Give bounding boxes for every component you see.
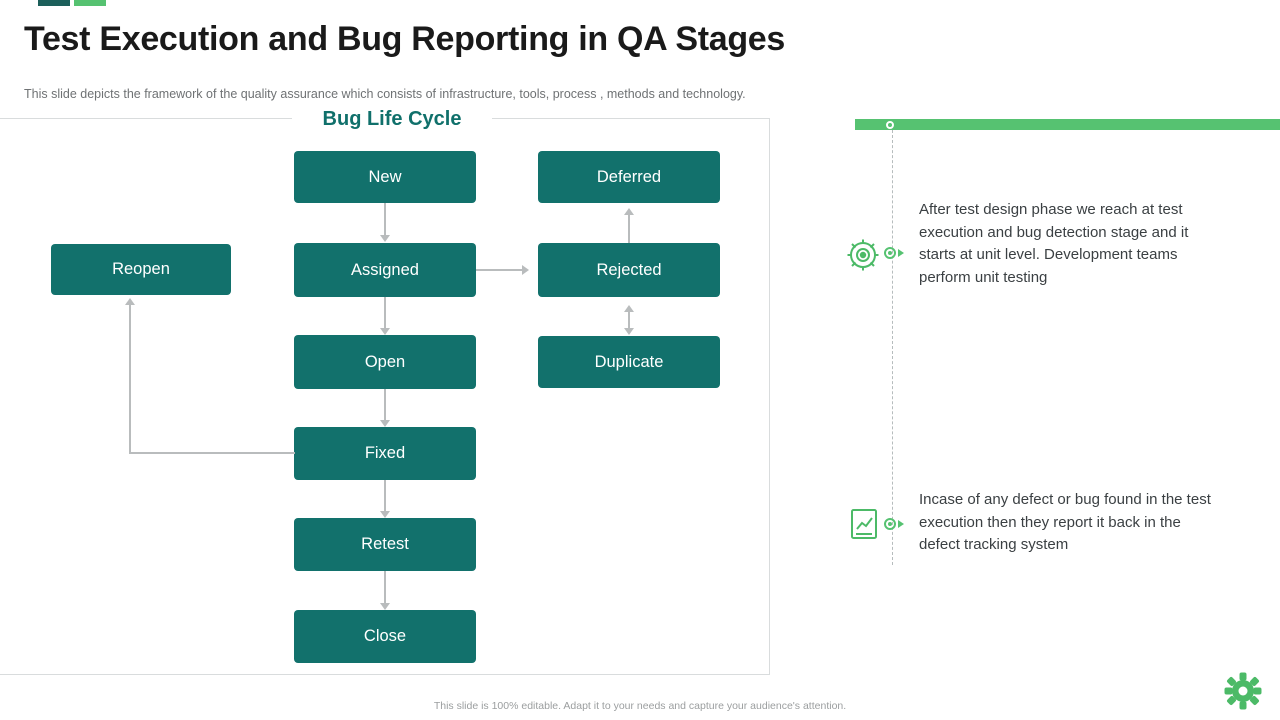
timeline-dashed-line [892, 130, 894, 565]
node-fixed[interactable]: Fixed [294, 427, 476, 480]
connector-open-fixed [384, 389, 386, 420]
accent-bar-green [74, 0, 106, 6]
connector-rejected-deferred [628, 215, 630, 243]
marker-triangle-icon [898, 520, 904, 528]
note-text-2: Incase of any defect or bug found in the… [919, 491, 1211, 553]
node-assigned[interactable]: Assigned [294, 243, 476, 297]
arrowhead-fixed-retest [380, 511, 390, 518]
arrowhead-assigned-rejected [522, 265, 529, 275]
marker-triangle-icon [898, 249, 904, 257]
panel-title: Bug Life Cycle [292, 108, 492, 131]
arrowhead-assigned-open [380, 328, 390, 335]
connector-rejected-duplicate [628, 312, 630, 328]
marker-ring-icon [884, 247, 896, 259]
node-open[interactable]: Open [294, 335, 476, 389]
connector-fixed-reopen-vertical [129, 305, 131, 454]
connector-fixed-reopen-horizontal [129, 452, 295, 454]
node-close[interactable]: Close [294, 610, 476, 663]
connector-retest-close [384, 571, 386, 603]
connector-new-assigned [384, 203, 386, 235]
note-marker-2 [884, 518, 904, 534]
arrowhead-rejected-duplicate [624, 328, 634, 335]
right-accent-bar [855, 119, 1280, 130]
node-rejected[interactable]: Rejected [538, 243, 720, 297]
node-retest[interactable]: Retest [294, 518, 476, 571]
node-duplicate[interactable]: Duplicate [538, 336, 720, 388]
footer-note: This slide is 100% editable. Adapt it to… [433, 700, 847, 712]
marker-ring-icon [884, 518, 896, 530]
page-subtitle: This slide depicts the framework of the … [24, 87, 746, 101]
accent-bar-dark [38, 0, 70, 6]
arrowhead-duplicate-rejected [624, 305, 634, 312]
chart-document-icon [849, 508, 879, 540]
node-deferred[interactable]: Deferred [538, 151, 720, 203]
arrowhead-open-fixed [380, 420, 390, 427]
arrowhead-fixed-reopen [125, 298, 135, 305]
arrowhead-new-assigned [380, 235, 390, 242]
page-title: Test Execution and Bug Reporting in QA S… [24, 20, 786, 58]
marker-dot-icon [888, 522, 892, 526]
note-text-1: After test design phase we reach at test… [919, 201, 1189, 286]
arrowhead-retest-close [380, 603, 390, 610]
marker-dot-icon [888, 251, 892, 255]
note-marker-1 [884, 247, 904, 263]
timeline-start-dot [886, 121, 894, 129]
arrowhead-rejected-deferred [624, 208, 634, 215]
node-reopen[interactable]: Reopen [51, 244, 231, 295]
connector-fixed-retest [384, 480, 386, 511]
connector-assigned-open [384, 297, 386, 328]
target-gear-icon [846, 238, 880, 272]
gear-icon [1224, 672, 1262, 710]
node-new[interactable]: New [294, 151, 476, 203]
connector-assigned-rejected [476, 269, 522, 271]
